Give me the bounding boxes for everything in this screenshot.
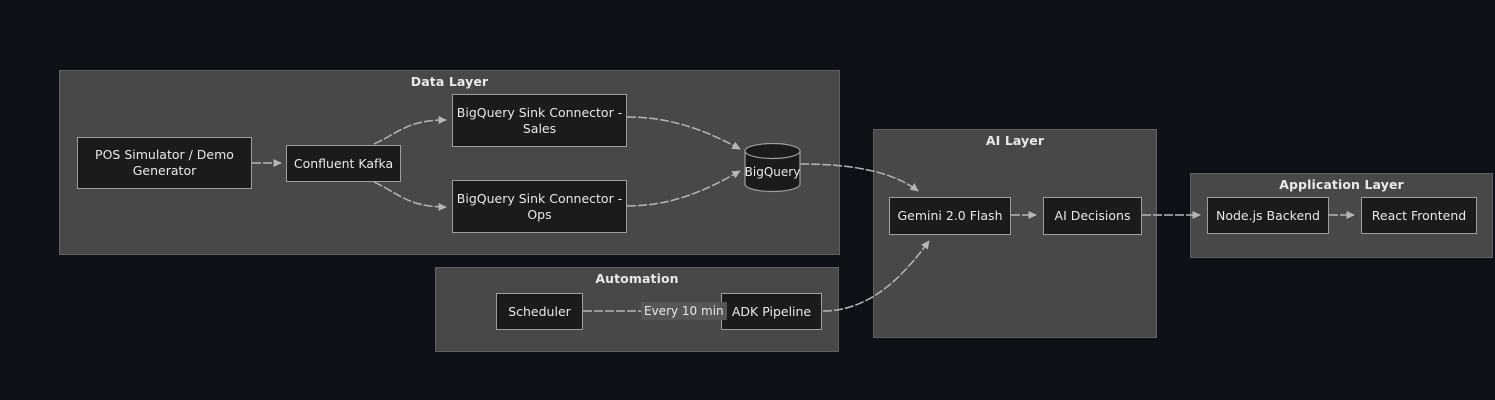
node-gemini-flash: Gemini 2.0 Flash bbox=[889, 197, 1011, 235]
node-react-frontend: React Frontend bbox=[1361, 197, 1477, 234]
cluster-title-data-layer: Data Layer bbox=[410, 74, 489, 89]
node-adk-pipeline: ADK Pipeline bbox=[721, 293, 822, 330]
node-label-confluent-kafka: Confluent Kafka bbox=[293, 155, 394, 171]
node-label-scheduler: Scheduler bbox=[508, 303, 571, 319]
node-scheduler: Scheduler bbox=[496, 293, 583, 330]
node-confluent-kafka: Confluent Kafka bbox=[286, 145, 401, 182]
node-pos-simulator: POS Simulator / Demo Generator bbox=[77, 137, 252, 189]
edge-label-every-10-min: Every 10 min bbox=[641, 302, 727, 320]
node-bigquery-sink-sales: BigQuery Sink Connector - Sales bbox=[452, 94, 627, 147]
node-label-nodejs-backend: Node.js Backend bbox=[1215, 207, 1320, 223]
node-nodejs-backend: Node.js Backend bbox=[1207, 197, 1329, 234]
cluster-title-automation: Automation bbox=[595, 271, 679, 286]
node-label-bigquery: BigQuery bbox=[744, 165, 801, 179]
node-label-adk-pipeline: ADK Pipeline bbox=[731, 303, 812, 319]
node-bigquery-sink-ops: BigQuery Sink Connector - Ops bbox=[452, 180, 627, 233]
node-ai-decisions: AI Decisions bbox=[1043, 197, 1142, 235]
node-label-bigquery-sink-sales: BigQuery Sink Connector - Sales bbox=[456, 104, 623, 136]
node-label-ai-decisions: AI Decisions bbox=[1054, 208, 1131, 223]
cluster-title-ai-layer: AI Layer bbox=[985, 133, 1045, 148]
node-label-react-frontend: React Frontend bbox=[1371, 207, 1467, 223]
node-label-gemini-flash: Gemini 2.0 Flash bbox=[897, 208, 1003, 223]
node-label-bigquery-sink-ops: BigQuery Sink Connector - Ops bbox=[456, 190, 623, 222]
cluster-title-application-layer: Application Layer bbox=[1279, 177, 1404, 192]
node-label-pos-simulator: POS Simulator / Demo Generator bbox=[95, 147, 234, 178]
